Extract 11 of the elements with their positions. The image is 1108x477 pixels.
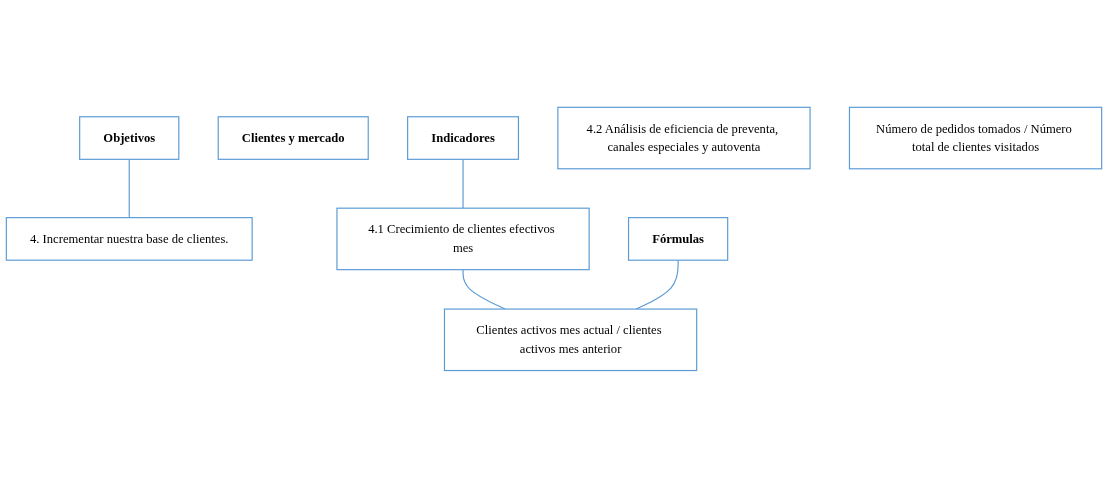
node-box: 4.2 Análisis de eficiencia de preventa, canales especiales y autoventa [557, 106, 811, 169]
node-box: Clientes y mercado [217, 115, 369, 160]
connector [462, 158, 464, 209]
node-box: Indicadores [407, 115, 520, 160]
node-box: Objetivos [79, 115, 180, 160]
node-box: Clientes activos mes actual / clientes activos mes anterior [443, 308, 698, 371]
node-box: 4.1 Crecimiento de clientes efectivos mes [336, 207, 590, 270]
connector [128, 158, 130, 218]
node-box: Número de pedidos tomados / Número total de clientes visitados [848, 106, 1103, 169]
node-box: Fórmulas [627, 216, 729, 261]
node-box: 4. Incrementar nuestra base de clientes. [5, 216, 253, 261]
